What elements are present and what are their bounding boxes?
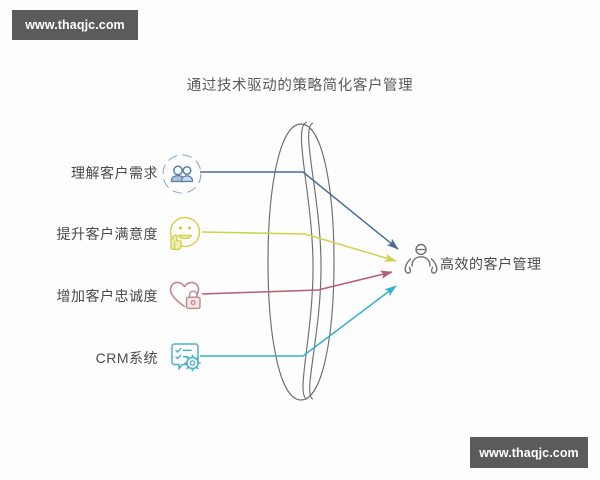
person-raised-hands-icon: [399, 240, 443, 284]
heart-lock-icon: [162, 272, 206, 316]
node-label-understand-needs: 理解客户需求: [71, 165, 158, 181]
watermark-top: www.thaqjc.com: [12, 10, 138, 40]
connector-line-1: [200, 171, 399, 250]
node-label-crm-system: CRM系统: [95, 350, 158, 366]
connector-line-3: [201, 270, 393, 295]
node-label-increase-loyalty: 增加客户忠诚度: [56, 288, 158, 304]
connector-line-4: [200, 285, 397, 357]
node-label-improve-satisfaction: 提升客户满意度: [56, 226, 158, 242]
smiley-thumbs-up-icon: [160, 212, 204, 256]
two-people-dashed-circle-icon: [160, 152, 204, 196]
connector-line-2: [201, 231, 397, 262]
watermark-bottom: www.thaqjc.com: [470, 437, 588, 468]
node-label-efficient-management: 高效的客户管理: [440, 256, 542, 272]
checklist-gear-icon: [162, 334, 206, 378]
page-title: 通过技术驱动的策略简化客户管理: [186, 78, 414, 94]
lens-disc-shape: [267, 121, 335, 401]
